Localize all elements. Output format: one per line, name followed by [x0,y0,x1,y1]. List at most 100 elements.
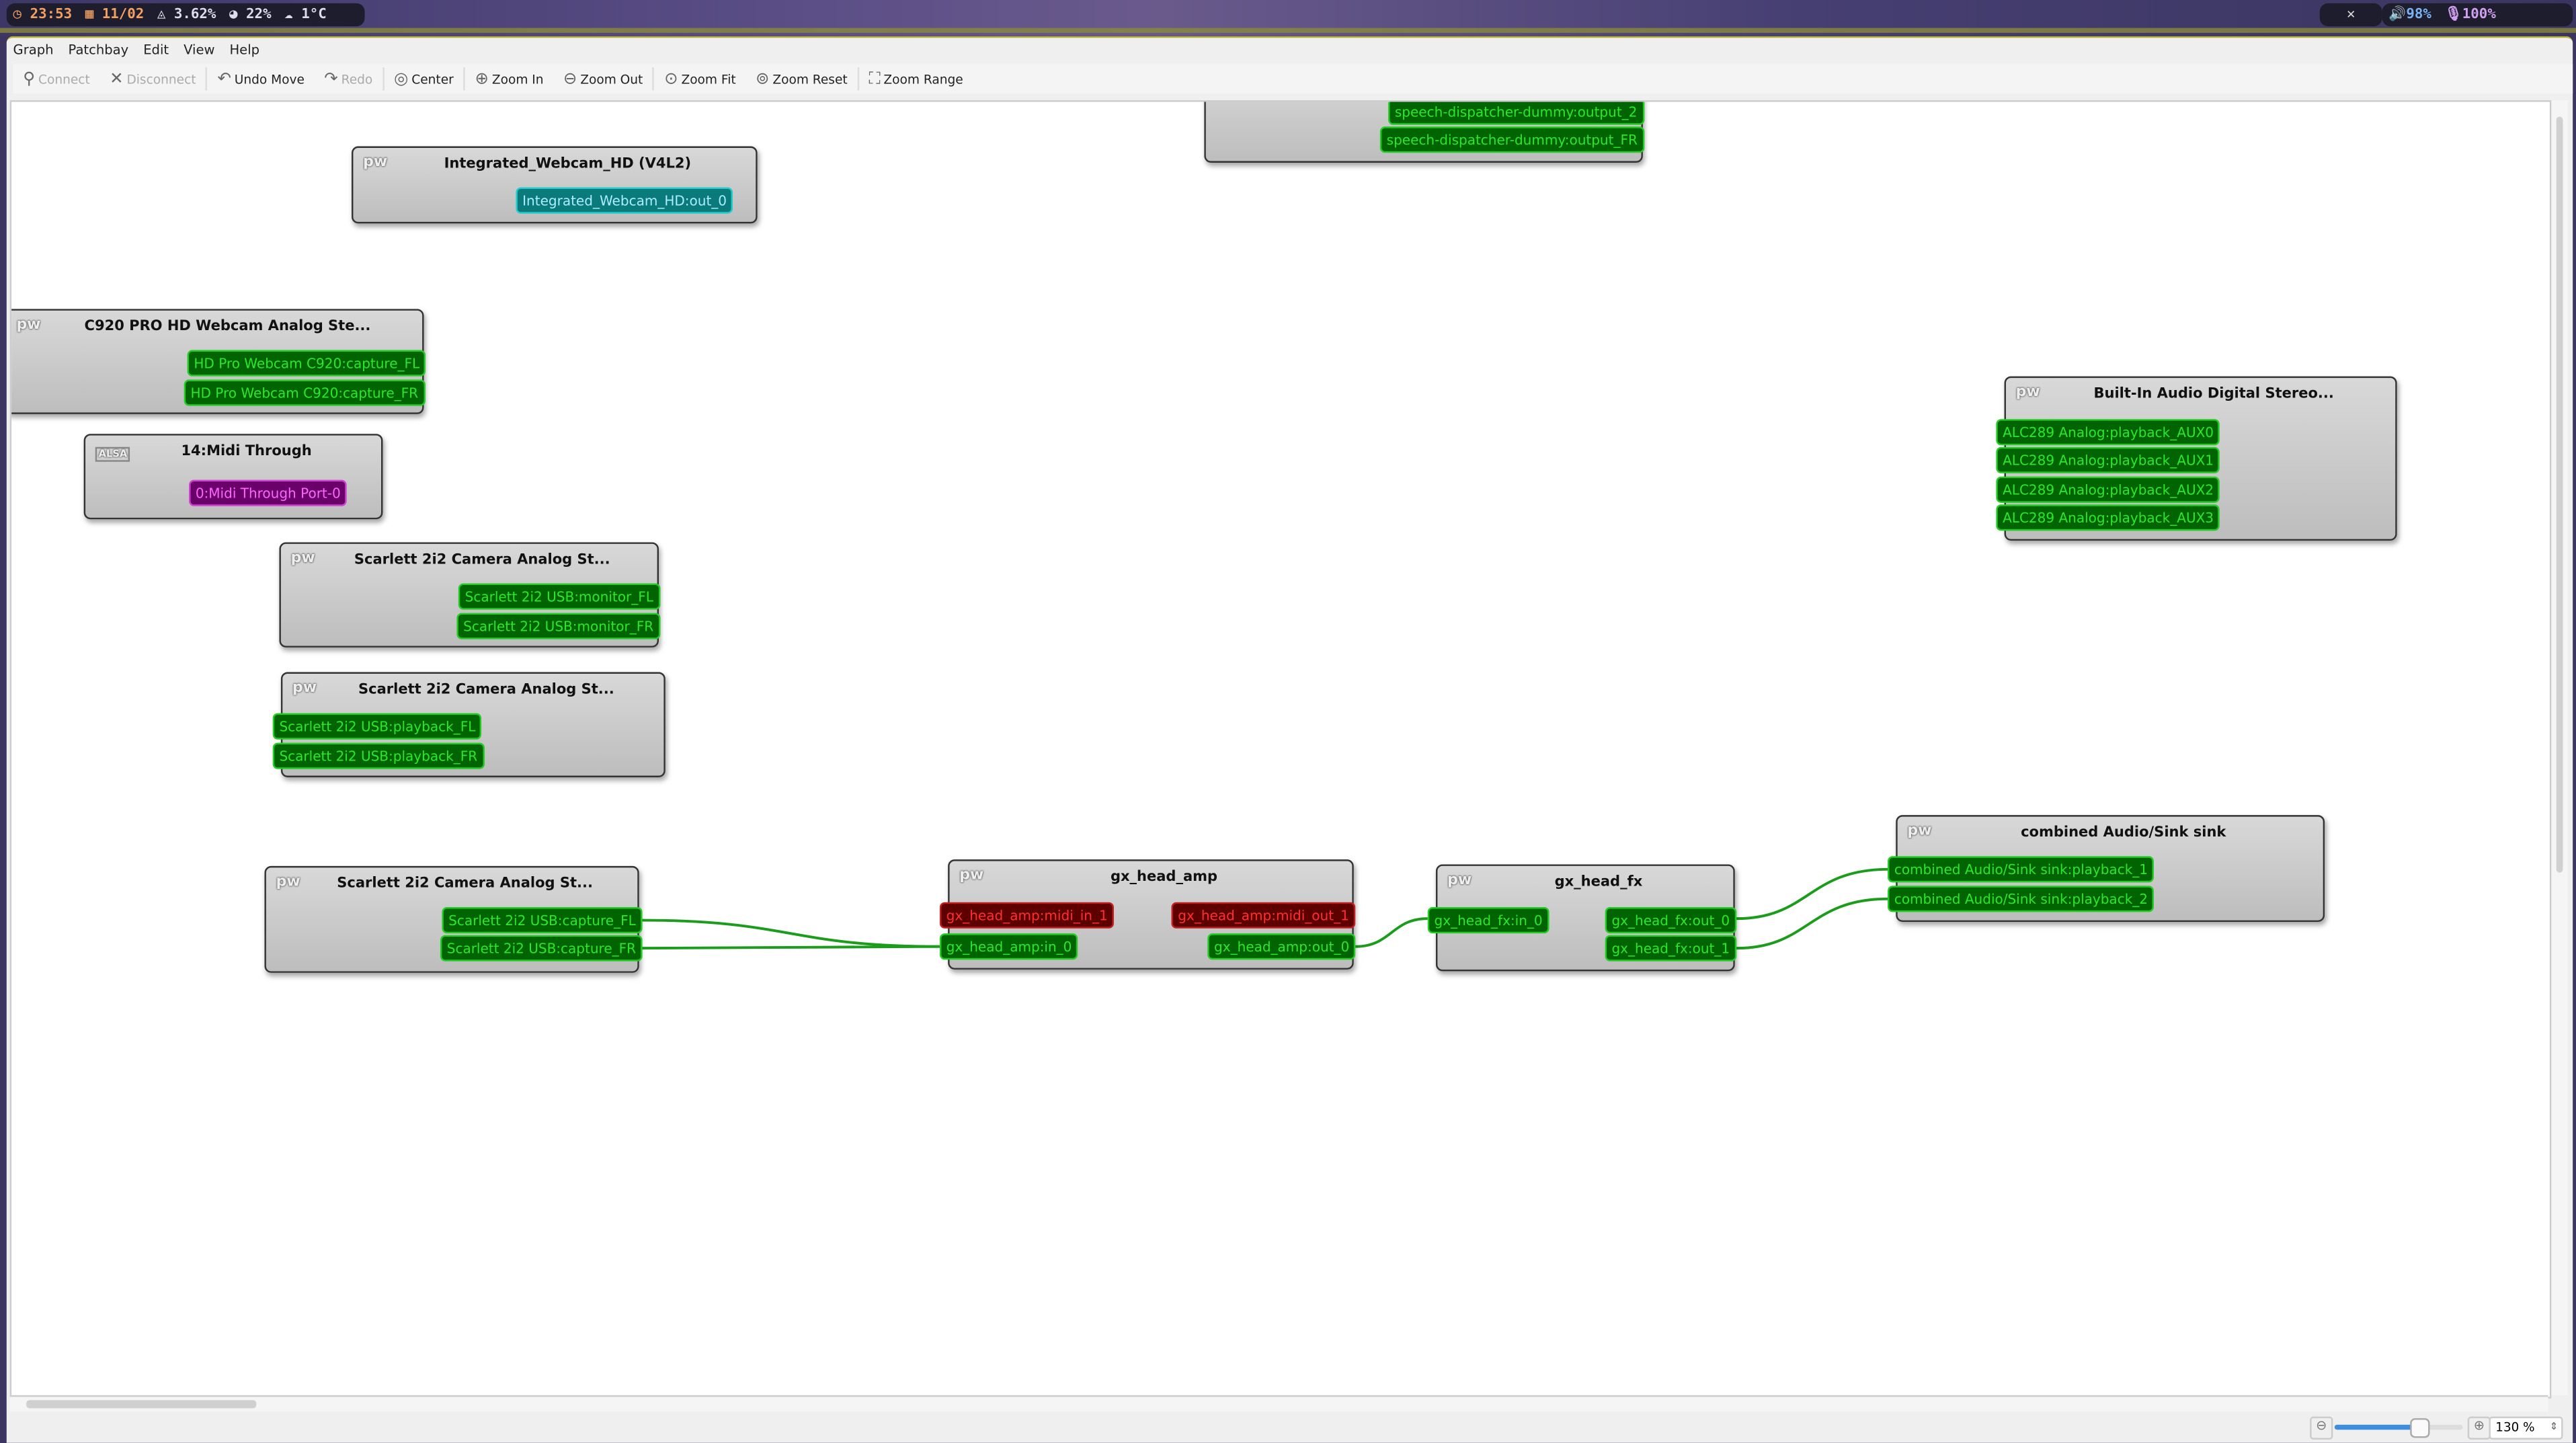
horizontal-scrollbar[interactable] [9,1395,2548,1412]
toolbar-label: Zoom Fit [681,71,736,87]
port-audio[interactable]: Scarlett 2i2 USB:monitor_FL [458,583,660,610]
memory: ◕ 22% [229,6,272,24]
toolbar: ⚲Connect✕Disconnect↶Undo Move↷Redo◎Cente… [13,64,2573,94]
zoom-reset-button[interactable]: ⊚Zoom Reset [746,70,857,88]
toolbar-label: Zoom Out [580,71,643,87]
toolbar-label: Disconnect [126,71,196,87]
port-midi[interactable]: gx_head_amp:midi_out_1 [1171,902,1356,929]
undo-icon: ↶ [217,69,231,88]
desktop-topbar: ◷ 23:53 ▦ 11/02 ◬ 3.62% ◕ 22% ☁ 1°C ✕ 🔊9… [0,0,2576,36]
pipewire-icon: pw [292,680,317,697]
zoom-fit-button[interactable]: ⊙Zoom Fit [654,70,746,88]
disconnect-button[interactable]: ✕Disconnect [99,70,206,88]
zoom-spinbox[interactable]: 130 % ⇕ [2489,1416,2563,1440]
port-audio[interactable]: gx_head_amp:out_0 [1207,933,1357,960]
wire-fx-out0-to-playback1[interactable] [1736,867,1888,921]
vertical-scrollbar[interactable] [2551,100,2568,1395]
node-midi[interactable]: ALSA 14:Midi Through [83,434,383,520]
port-alsa[interactable]: 0:Midi Through Port-0 [189,479,348,506]
connect-button[interactable]: ⚲Connect [13,70,100,88]
mic-text: 100% [2462,6,2496,24]
node-title: Integrated_Webcam_HD (V4L2) [444,156,692,173]
center-button[interactable]: ◎Center [384,70,463,88]
pipewire-icon: pw [276,874,300,891]
volume-text: 98% [2406,6,2431,24]
undo-move-button[interactable]: ↶Undo Move [208,70,315,88]
port-audio[interactable]: gx_head_fx:out_0 [1605,907,1736,934]
port-audio[interactable]: HD Pro Webcam C920:capture_FR [184,379,425,406]
wire-capture-fr-to-in0[interactable] [642,945,940,950]
port-audio[interactable]: gx_head_amp:in_0 [939,933,1079,960]
port-video[interactable]: Integrated_Webcam_HD:out_0 [516,187,733,214]
date-text: 11/02 [102,6,145,24]
node-title: combined Audio/Sink sink [2021,824,2226,842]
port-audio[interactable]: ALC289 Analog:playback_AUX0 [1996,419,2220,446]
port-audio[interactable]: combined Audio/Sink sink:playback_2 [1888,886,2155,912]
zoom-reset-icon: ⊚ [756,69,770,88]
port-midi[interactable]: gx_head_amp:midi_in_1 [939,902,1115,929]
menu-graph[interactable]: Graph [13,42,54,57]
node-title: gx_head_fx [1554,874,1643,891]
toolbar-separator [857,67,859,91]
scroll-thumb[interactable] [2556,116,2563,873]
zoom-fit-icon: ⊙ [664,69,678,88]
scroll-thumb[interactable] [26,1400,257,1409]
port-audio[interactable]: combined Audio/Sink sink:playback_1 [1888,856,2155,883]
toolbar-separator [206,67,208,91]
toolbar-label: Connect [38,71,90,87]
port-audio[interactable]: Scarlett 2i2 USB:playback_FL [272,713,483,740]
network-icon[interactable]: ✕ [2319,3,2382,27]
menu-patchbay[interactable]: Patchbay [68,42,129,57]
status-pill-right: 🔊98% 🎙100% [2382,3,2573,27]
toolbar-label: Undo Move [234,71,305,87]
port-audio[interactable]: Scarlett 2i2 USB:playback_FR [272,742,484,769]
pipewire-icon: pw [16,317,41,334]
topbar-stripe [0,28,2576,33]
menu-view[interactable]: View [184,42,215,57]
wire-out0-to-fx-in0[interactable] [1355,917,1428,948]
cpu: ◬ 3.62% [157,6,216,24]
pipewire-icon: pw [1907,823,1932,840]
port-audio[interactable]: gx_head_fx:out_1 [1605,935,1736,962]
port-audio[interactable]: speech-dispatcher-dummy:output_2 [1388,102,1644,125]
zoom-in-button[interactable]: ⊕Zoom In [465,70,553,88]
port-audio[interactable]: HD Pro Webcam C920:capture_FL [187,350,427,377]
alsa-icon: ALSA [95,446,131,462]
zoom-range-button[interactable]: ⛶Zoom Range [859,70,973,88]
zoom-slider[interactable] [2334,1418,2463,1438]
port-audio[interactable]: ALC289 Analog:playback_AUX2 [1996,476,2220,503]
weather-text: 1°C [301,6,327,24]
weather: ☁ 1°C [284,6,327,24]
port-audio[interactable]: Scarlett 2i2 USB:capture_FR [440,935,643,962]
node-title: 14:Midi Through [181,443,312,461]
port-audio[interactable]: ALC289 Analog:playback_AUX1 [1996,446,2220,473]
patchbay-window: Graph Patchbay Edit View Help ⚲Connect✕Disco… [6,36,2573,1443]
wire-fx-out1-to-playback2[interactable] [1736,897,1888,950]
graph-canvas[interactable]: pw speech-dispatcher-dummy:output_2speech… [9,100,2552,1399]
toolbar-label: Zoom Reset [772,71,848,87]
center-icon: ◎ [394,69,409,88]
port-audio[interactable]: Scarlett 2i2 USB:monitor_FR [456,613,660,639]
menu-help[interactable]: Help [229,42,260,57]
zoom-out-button[interactable]: ⊖ [2310,1416,2333,1440]
port-audio[interactable]: ALC289 Analog:playback_AUX3 [1996,504,2220,531]
toolbar-separator [382,67,385,91]
port-audio[interactable]: gx_head_fx:in_0 [1427,907,1549,934]
zoom-in-button[interactable]: ⊕ [2467,1416,2491,1440]
wire-capture-fl-to-in0[interactable] [642,919,940,948]
volume[interactable]: 🔊98% [2388,6,2431,24]
zoom-out-button[interactable]: ⊖Zoom Out [553,70,653,88]
menu-edit[interactable]: Edit [143,42,169,57]
port-audio[interactable]: speech-dispatcher-dummy:output_FR [1379,126,1644,153]
redo-button[interactable]: ↷Redo [315,70,383,88]
zoom-range-icon: ⛶ [869,69,881,88]
node-title: Built-In Audio Digital Stereo... [2093,386,2334,403]
spin-arrows-icon[interactable]: ⇕ [2549,1421,2559,1434]
status-pill-left: ◷ 23:53 ▦ 11/02 ◬ 3.62% ◕ 22% ☁ 1°C [6,3,365,27]
zoom-value: 130 % [2495,1419,2535,1435]
port-audio[interactable]: Scarlett 2i2 USB:capture_FL [442,907,643,934]
toolbar-label: Redo [341,71,373,87]
toolbar-label: Center [411,71,454,87]
zoom-slider-handle[interactable] [2409,1418,2429,1438]
mic[interactable]: 🎙100% [2444,6,2496,24]
